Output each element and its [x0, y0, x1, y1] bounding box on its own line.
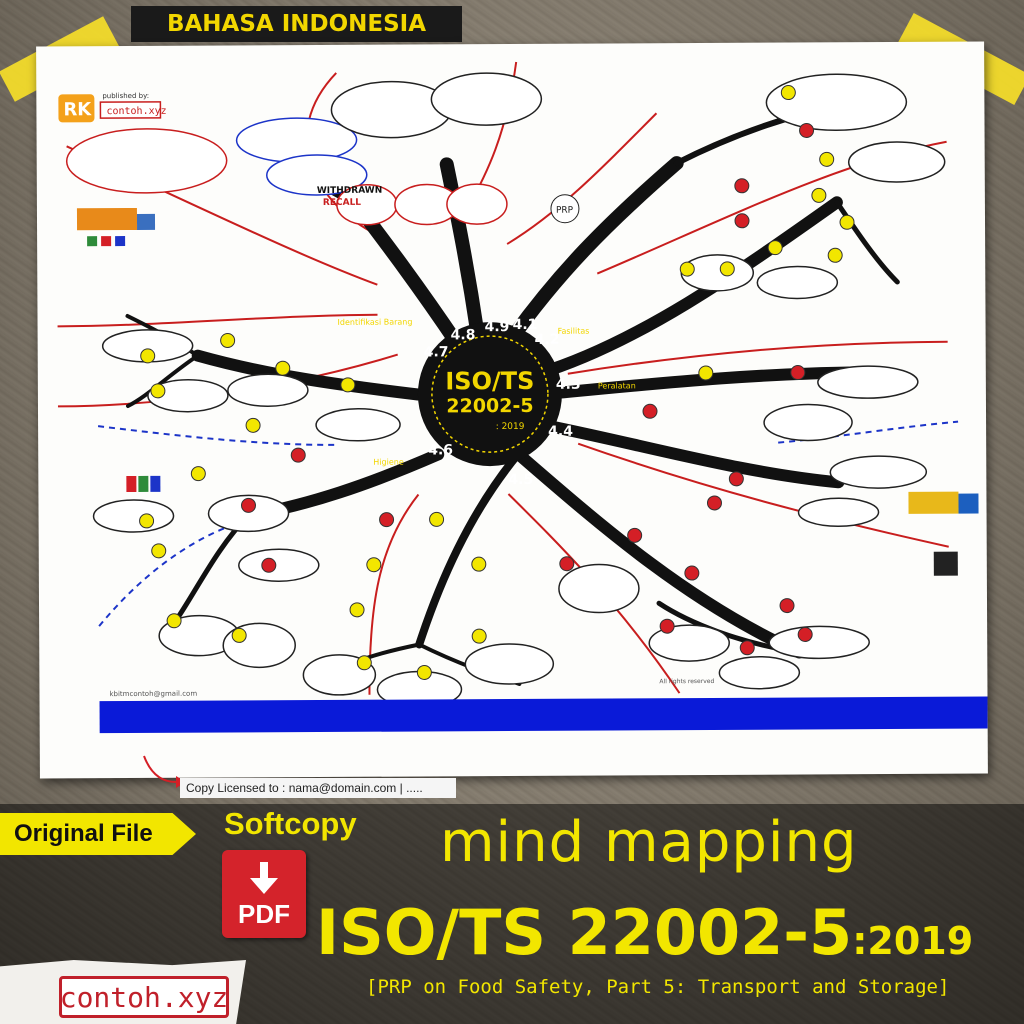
note-bubbles [65, 72, 946, 709]
branch-code-4-5: 4.5 [508, 472, 533, 488]
numbered-markers [139, 85, 855, 680]
footer-rights: All rights reserved [659, 678, 714, 685]
branch-label-4-6: Higiene [373, 458, 404, 467]
center-title: ISO/TS [445, 367, 534, 395]
branch-code-4-4: 4.4 [548, 424, 573, 440]
mind-map-poster: ISO/TS 22002-5 : 2019 4.7 4.8 4.9 4.1 4.… [36, 41, 988, 779]
standard-subtitle: [PRP on Food Safety, Part 5: Transport a… [366, 976, 950, 998]
branch-label-4-2: Fasilitas [558, 327, 590, 336]
standard-year: :2019 [852, 919, 974, 963]
publisher-logo [58, 94, 95, 123]
branch-code-4-8: 4.8 [451, 327, 476, 343]
mind-map-drawing: ISO/TS 22002-5 : 2019 4.7 4.8 4.9 4.1 4.… [57, 61, 979, 709]
branch-label-4-7: Identifikasi Barang [338, 318, 413, 327]
prp-label: PRP [556, 206, 574, 216]
softcopy-label: Softcopy [224, 806, 357, 841]
headline-mind-mapping: mind mapping [440, 810, 858, 875]
brand-stamp: contoh.xyz [59, 976, 229, 1018]
center-number: 22002-5 [446, 395, 533, 417]
pdf-icon: PDF [222, 850, 306, 938]
download-arrow-icon [250, 862, 278, 894]
pdf-label: PDF [238, 899, 290, 929]
branch-code-4-6: 4.6 [428, 442, 453, 458]
poster-blue-bar [99, 696, 988, 734]
branch-code-4-1: 4.1 [513, 317, 538, 333]
branch-code-4-9: 4.9 [485, 319, 510, 335]
branch-labels: Identifikasi Barang Peralatan Fasilitas … [338, 318, 636, 467]
standard-title: ISO/TS 22002-5:2019 [316, 896, 973, 969]
blue-dashed-lines [97, 420, 959, 627]
branch-code-4-2: 4.2 [535, 332, 560, 348]
branch-codes: 4.7 4.8 4.9 4.1 4.2 4.3 4.4 4.5 4.6 [424, 317, 581, 488]
publisher-logo-text: RK [63, 99, 92, 120]
center-hub [417, 322, 562, 467]
standard-code: ISO/TS 22002-5 [316, 896, 853, 969]
original-file-tag: Original File [0, 813, 196, 855]
language-tag: BAHASA INDONESIA [131, 6, 462, 42]
branch-label-4-3: Peralatan [598, 381, 636, 390]
illustrations [76, 207, 979, 576]
center-year: : 2019 [496, 422, 525, 432]
withdrawn-label: WITHDRAWN [317, 186, 382, 196]
branch-code-4-3: 4.3 [556, 377, 581, 393]
license-strip: Copy Licensed to : nama@domain.com | ...… [180, 778, 456, 798]
branch-code-4-7: 4.7 [424, 344, 449, 360]
published-by: published by: [102, 92, 149, 100]
recall-label: RECALL [323, 198, 361, 208]
publisher-site: contoh.xyz [106, 106, 166, 117]
footer-email: kbitmcontoh@gmail.com [109, 690, 197, 698]
